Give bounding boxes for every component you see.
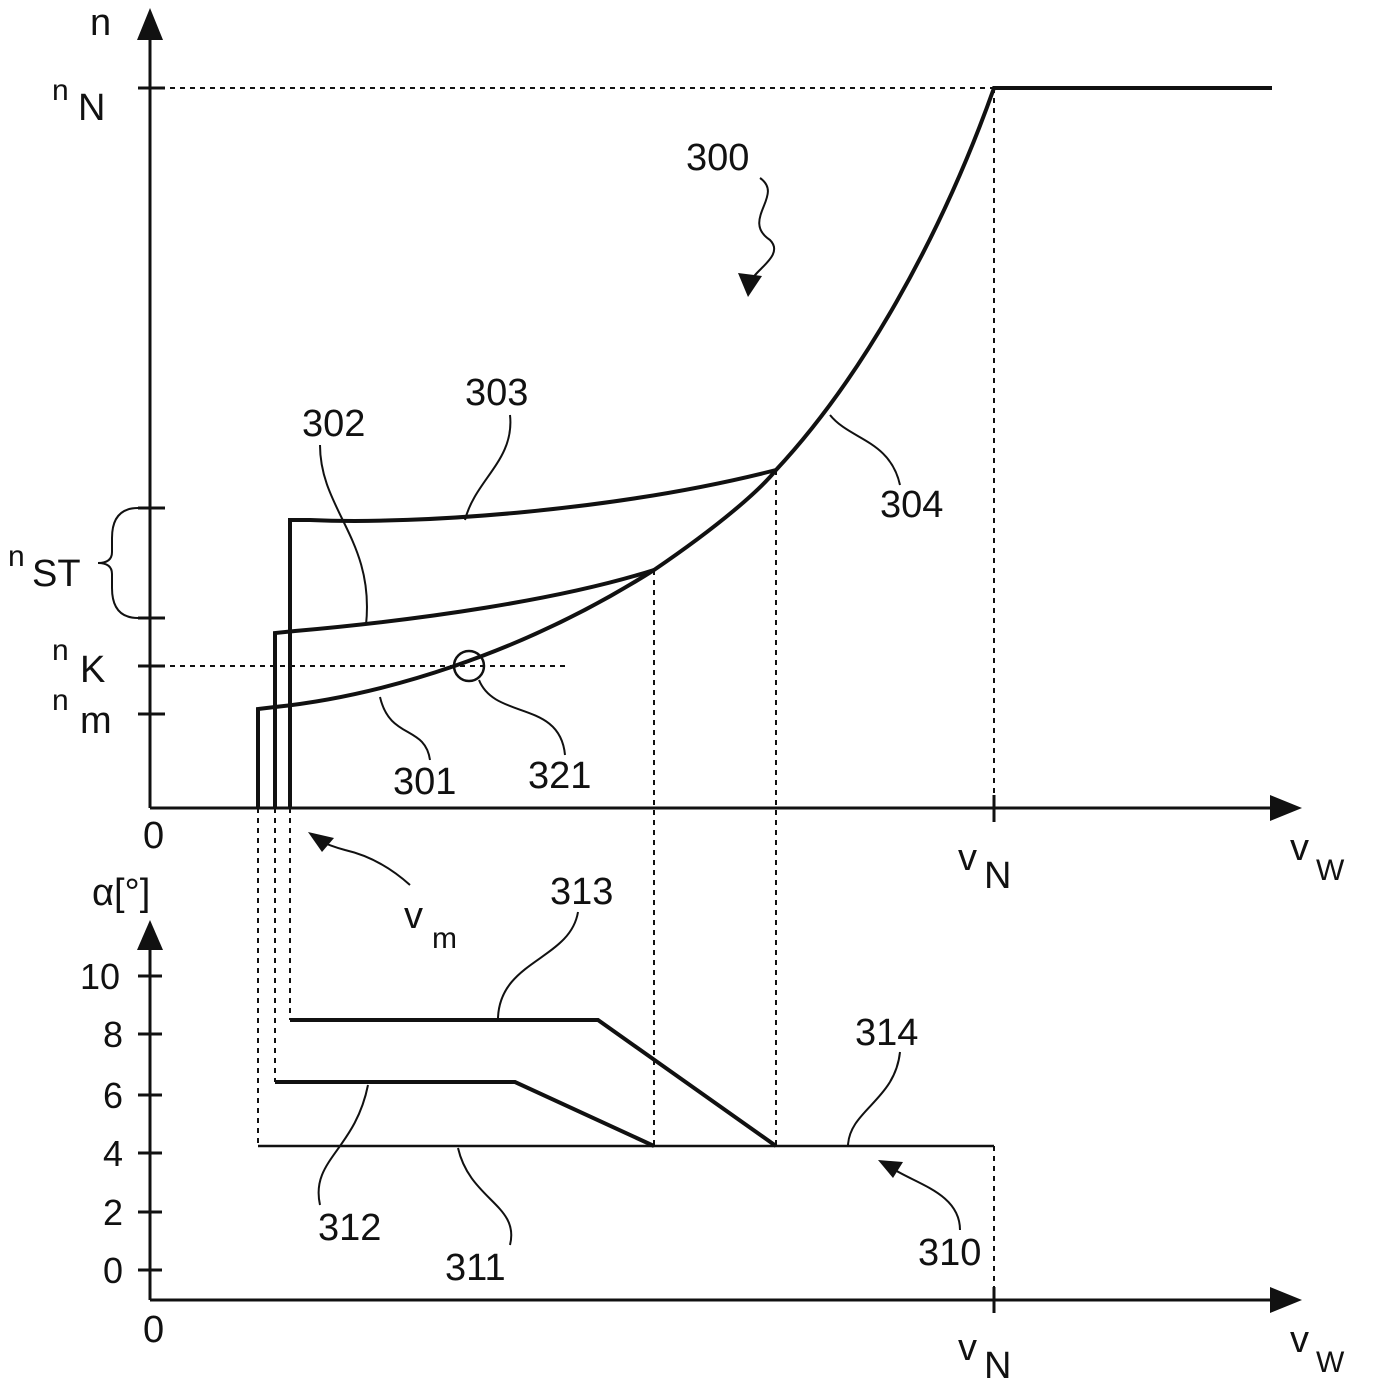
ref-312-leader — [317, 1084, 369, 1206]
ref-312: 312 — [318, 1207, 381, 1249]
upper-y-axis-arrow — [137, 8, 163, 40]
svg-text:v: v — [958, 1327, 977, 1369]
ref-304-leader — [829, 414, 901, 486]
ref-300-arrow — [738, 273, 762, 297]
ref-313: 313 — [550, 871, 613, 913]
ref-321: 321 — [528, 755, 591, 797]
svg-text:W: W — [1316, 1346, 1345, 1379]
label-vN-lower: v N — [958, 1327, 1011, 1387]
lower-y-axis-label: α[°] — [92, 872, 150, 914]
tick-label-4: 4 — [103, 1133, 123, 1174]
svg-text:v: v — [1290, 827, 1309, 869]
curve-302 — [273, 568, 655, 808]
svg-text:K: K — [80, 649, 105, 691]
curve-303 — [288, 468, 777, 808]
ref-301: 301 — [393, 761, 456, 803]
tick-label-10: 10 — [80, 956, 120, 997]
ref-303-leader — [464, 414, 512, 521]
ref-310: 310 — [918, 1232, 981, 1274]
svg-text:ST: ST — [32, 553, 81, 595]
ref-300: 300 — [686, 137, 749, 179]
ref-311: 311 — [445, 1247, 506, 1289]
tick-label-2: 2 — [103, 1192, 123, 1233]
label-nN: n N — [52, 74, 105, 129]
label-vN-upper: v N — [958, 837, 1011, 897]
vm-arrow — [308, 832, 334, 852]
svg-text:n: n — [52, 684, 69, 717]
label-nK: n K — [52, 634, 105, 691]
svg-text:m: m — [432, 922, 457, 955]
svg-text:v: v — [1290, 1319, 1309, 1361]
ref-310-arrow — [878, 1160, 903, 1178]
svg-text:N: N — [78, 87, 105, 129]
svg-text:m: m — [80, 700, 112, 742]
upper-y-axis-label: n — [90, 2, 111, 44]
lower-diagram: α[°] 0 v W 0 2 4 6 8 10 v N 313 314 — [80, 871, 1345, 1387]
vm-leader — [317, 839, 411, 886]
curve-304 — [256, 86, 1272, 808]
lower-origin-label: 0 — [143, 1309, 164, 1351]
ref-304: 304 — [880, 484, 943, 526]
tick-label-0: 0 — [103, 1250, 123, 1291]
ref-301-leader — [379, 696, 431, 761]
ref-302: 302 — [302, 403, 365, 445]
svg-text:W: W — [1316, 854, 1345, 887]
ref-314-leader — [847, 1051, 901, 1146]
ref-321-leader — [478, 679, 566, 756]
point-321-marker — [452, 649, 486, 683]
ref-310-leader — [894, 1169, 961, 1231]
label-vm: v m — [404, 895, 457, 955]
svg-text:n: n — [52, 74, 69, 107]
curve-312 — [275, 1080, 655, 1148]
upper-origin-label: 0 — [143, 815, 164, 857]
upper-diagram: n 0 v W n N n ST n K n m — [8, 2, 1345, 1150]
ref-300-leader — [751, 177, 776, 281]
lower-y-axis-arrow — [137, 920, 163, 950]
nST-brace — [97, 507, 139, 619]
label-nST: n ST — [8, 540, 81, 595]
lower-x-axis-label: v W — [1290, 1319, 1345, 1379]
label-nm: n m — [52, 684, 112, 742]
svg-text:v: v — [958, 837, 977, 879]
svg-text:v: v — [404, 895, 423, 937]
ref-314: 314 — [855, 1012, 918, 1054]
ref-303: 303 — [465, 372, 528, 414]
upper-x-axis-arrow — [1270, 795, 1302, 821]
svg-text:N: N — [984, 1345, 1011, 1386]
tick-label-8: 8 — [103, 1014, 123, 1055]
svg-text:N: N — [984, 855, 1011, 897]
svg-text:n: n — [8, 540, 25, 573]
ref-313-leader — [497, 911, 579, 1019]
ref-311-leader — [457, 1147, 513, 1246]
curve-313 — [290, 1018, 778, 1148]
ref-302-leader — [319, 444, 368, 626]
svg-text:n: n — [52, 634, 69, 667]
upper-x-axis-label: v W — [1290, 827, 1345, 887]
lower-x-axis-arrow — [1270, 1287, 1302, 1313]
tick-label-6: 6 — [103, 1075, 123, 1116]
